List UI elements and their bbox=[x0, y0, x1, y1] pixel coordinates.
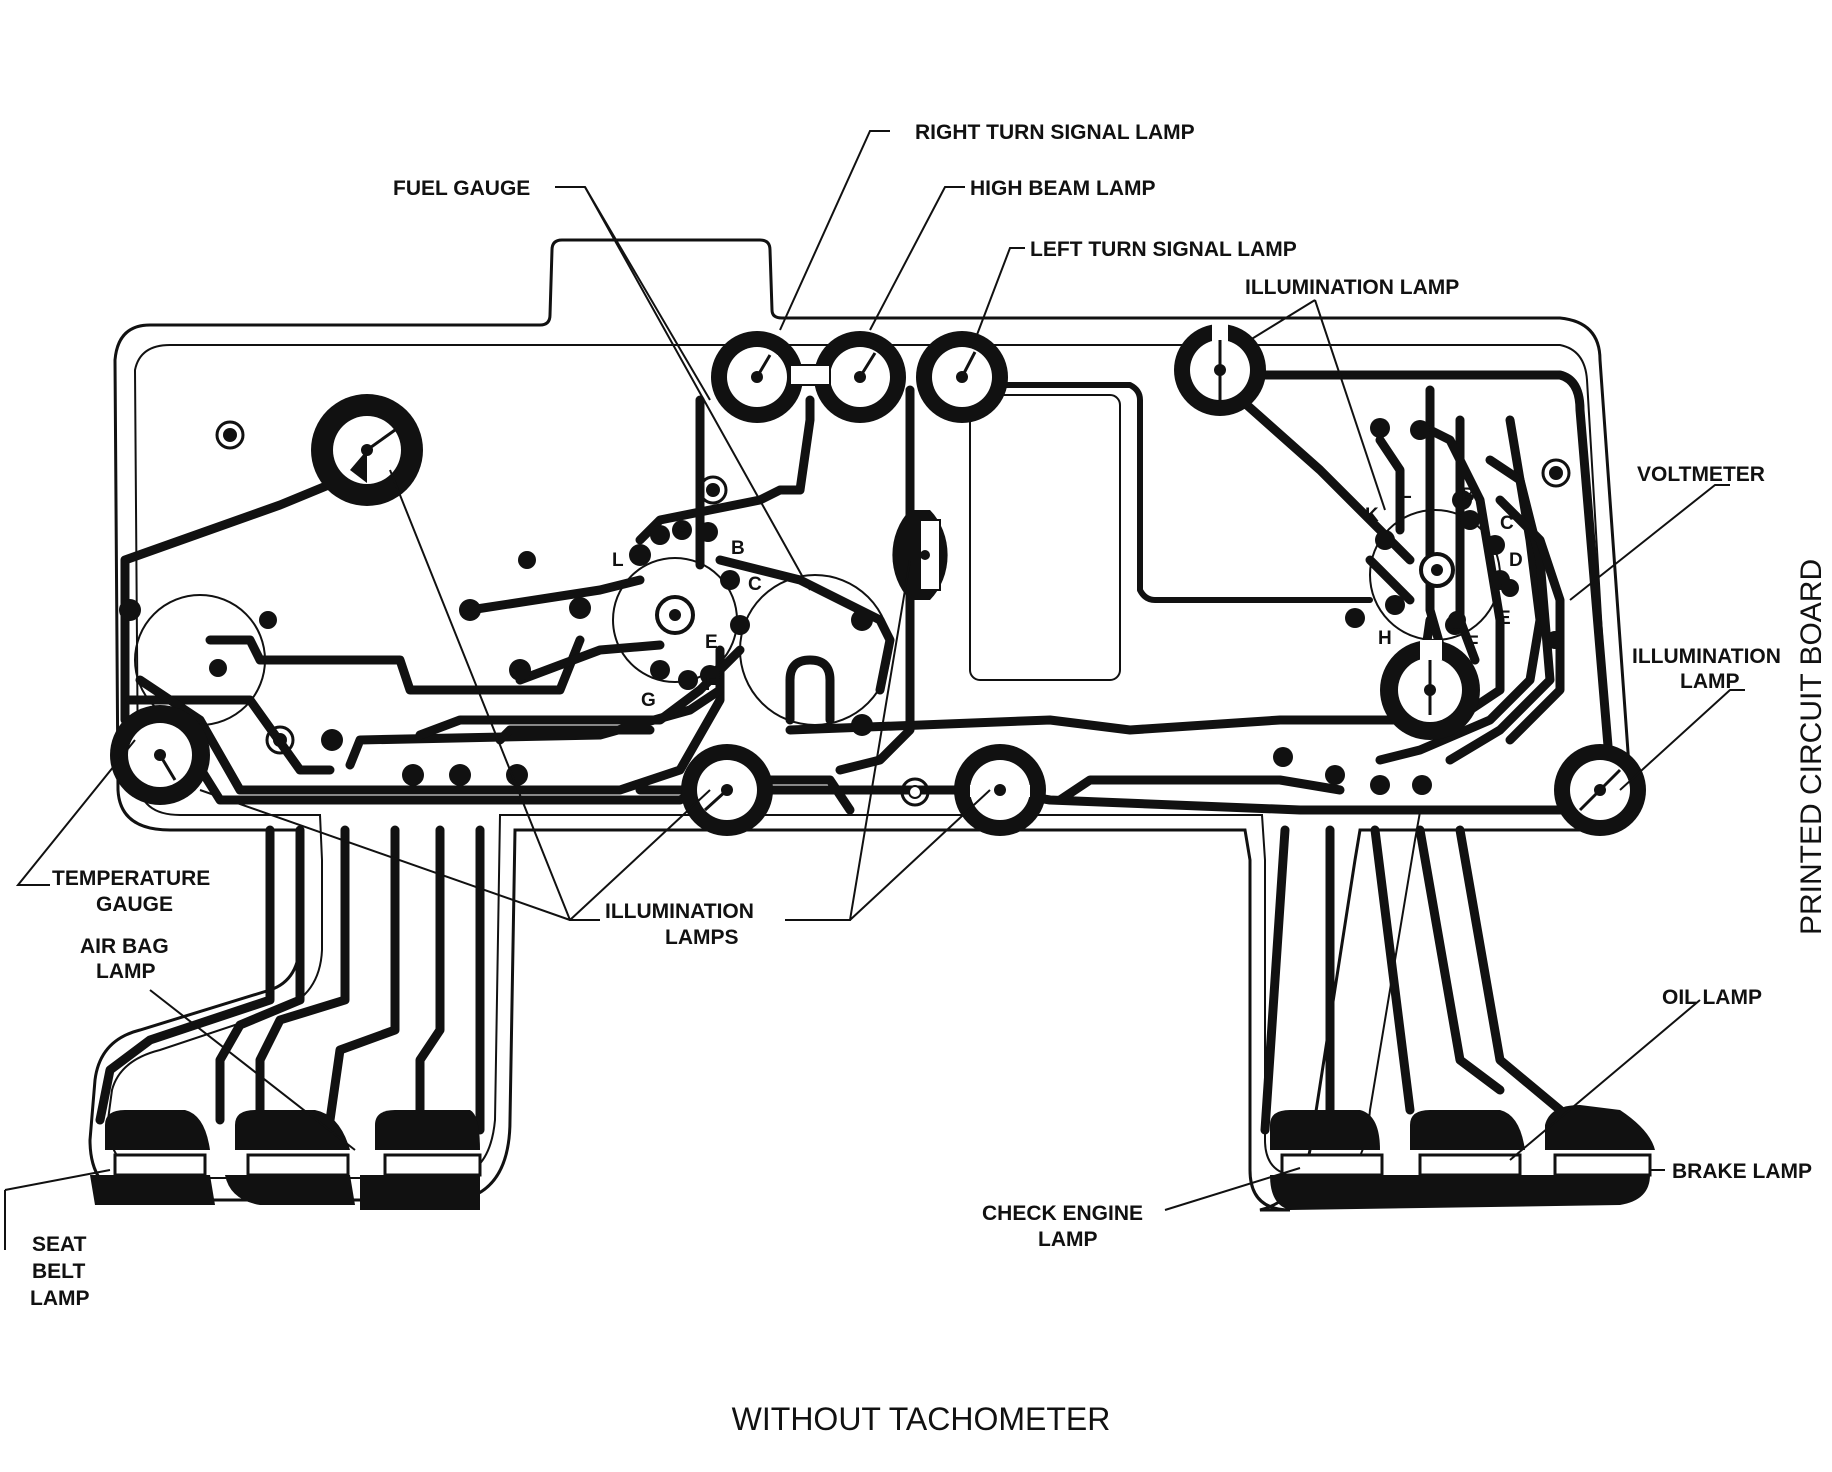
label-seat-belt-lamp-line3: LAMP bbox=[30, 1287, 90, 1310]
label-check-engine-lamp-line1: CHECK ENGINE bbox=[982, 1202, 1143, 1225]
lamp-socket-left-turn bbox=[916, 331, 1008, 423]
volt-pin-c: C bbox=[1500, 513, 1514, 534]
temperature-socket-lower bbox=[110, 705, 210, 805]
voltmeter-lower-socket bbox=[1380, 640, 1480, 740]
label-seat-belt-lamp-line2: BELT bbox=[32, 1260, 85, 1283]
volt-pin-labels: L B C D E F H K bbox=[1365, 482, 1523, 654]
label-oil-lamp: OIL LAMP bbox=[1662, 986, 1762, 1009]
right-tail-base bbox=[1270, 1175, 1650, 1210]
label-temperature-gauge-line1: TEMPERATURE bbox=[52, 867, 210, 890]
fuel-gauge-circle bbox=[739, 574, 891, 726]
label-illumination-lamps-line2: LAMPS bbox=[665, 926, 739, 949]
volt-pin-b: B bbox=[1461, 485, 1475, 506]
label-temperature-gauge-line2: GAUGE bbox=[96, 893, 173, 916]
temperature-socket-upper bbox=[311, 394, 423, 506]
volt-pin-l: L bbox=[1400, 482, 1412, 503]
brake-lamp-socket bbox=[1545, 1105, 1655, 1177]
fuel-pin-l: L bbox=[612, 550, 624, 571]
label-illumination-lamp-top: ILLUMINATION LAMP bbox=[1245, 276, 1459, 299]
volt-pin-k: K bbox=[1365, 505, 1379, 526]
fuel-pin-a: A bbox=[676, 519, 690, 540]
illumination-socket-bottom-2 bbox=[954, 744, 1046, 836]
left-tail-third-socket bbox=[360, 1110, 482, 1210]
air-bag-lamp-socket bbox=[225, 1110, 355, 1205]
label-high-beam-lamp: HIGH BEAM LAMP bbox=[970, 177, 1156, 200]
label-illumination-lamps-line1: ILLUMINATION bbox=[605, 900, 754, 923]
socket-bridge bbox=[789, 364, 831, 386]
check-engine-lamp-socket bbox=[1270, 1110, 1384, 1177]
label-fuel-gauge: FUEL GAUGE bbox=[393, 177, 530, 200]
illumination-socket-bottom-1 bbox=[681, 744, 773, 836]
fuel-pin-labels: A B C E F G L bbox=[612, 519, 762, 711]
voltmeter-center bbox=[1419, 552, 1455, 588]
label-seat-belt-lamp-line1: SEAT bbox=[32, 1233, 87, 1256]
fuel-pin-e: E bbox=[705, 632, 718, 653]
solder-pads bbox=[119, 418, 1564, 795]
mounting-holes bbox=[215, 420, 1571, 807]
fuel-pin-b: B bbox=[731, 538, 745, 559]
label-illumination-right-line2: LAMP bbox=[1680, 670, 1740, 693]
fuel-pin-g: G bbox=[641, 690, 656, 711]
label-check-engine-lamp-line2: LAMP bbox=[1038, 1228, 1098, 1251]
display-window bbox=[969, 394, 1121, 681]
label-left-turn-signal-lamp: LEFT TURN SIGNAL LAMP bbox=[1030, 238, 1297, 261]
seat-belt-lamp-socket bbox=[90, 1110, 215, 1205]
volt-pin-f: F bbox=[1467, 633, 1479, 654]
oil-lamp-socket bbox=[1410, 1110, 1525, 1177]
illumination-socket-right bbox=[1554, 744, 1646, 836]
label-air-bag-lamp-line1: AIR BAG bbox=[80, 935, 169, 958]
leader-lines bbox=[4, 130, 1745, 1250]
label-voltmeter: VOLTMETER bbox=[1637, 463, 1765, 486]
lamp-socket-illumination-top bbox=[1174, 322, 1266, 416]
fuel-connector-center bbox=[655, 595, 695, 635]
center-d-socket bbox=[892, 510, 948, 600]
fuel-u-connector bbox=[785, 655, 835, 725]
volt-pin-h: H bbox=[1378, 628, 1392, 649]
lamp-socket-high-beam bbox=[814, 331, 906, 423]
display-frame-trace bbox=[947, 382, 1373, 603]
label-right-turn-signal-lamp: RIGHT TURN SIGNAL LAMP bbox=[915, 121, 1195, 144]
volt-pin-d: D bbox=[1509, 550, 1523, 571]
volt-pin-e: E bbox=[1498, 608, 1511, 629]
fuel-pin-f: F bbox=[705, 674, 717, 695]
label-illumination-right-line1: ILLUMINATION bbox=[1632, 645, 1781, 668]
lamp-socket-right-turn bbox=[711, 331, 803, 423]
fuel-pin-c: C bbox=[748, 574, 762, 595]
label-air-bag-lamp-line2: LAMP bbox=[96, 960, 156, 983]
label-brake-lamp: BRAKE LAMP bbox=[1672, 1160, 1812, 1183]
side-label-printed-circuit-board: PRINTED CIRCUIT BOARD bbox=[1795, 559, 1828, 935]
diagram-caption: WITHOUT TACHOMETER bbox=[732, 1401, 1111, 1437]
